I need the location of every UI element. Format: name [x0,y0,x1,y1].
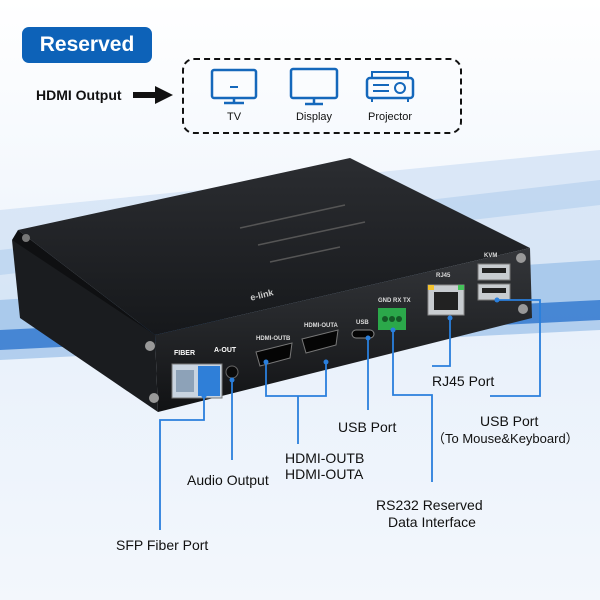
arrow-right-icon [133,86,173,104]
panel-label-hdmi-outa: HDMI-OUTA [304,323,338,329]
callout-sfp-fiber-port: SFP Fiber Port [116,537,209,553]
callout-hdmi-outb: HDMI-OUTB [285,450,365,466]
callout-usb-port: USB Port [338,419,397,435]
panel-label-gnd-rx-tx: GND RX TX [378,298,411,304]
callout-usb-kb-desc: （To Mouse&Keyboard） [432,431,579,446]
callout-hdmi-outa: HDMI-OUTA [285,466,364,482]
hdmi-output-label: HDMI Output [36,87,122,103]
panel-label-kvm: KVM [484,253,498,259]
output-label-display: Display [295,111,333,123]
output-label-projector: Projector [367,111,413,123]
output-devices-box [182,58,462,134]
monitor-icon [289,67,339,106]
panel-label-fiber: FIBER [174,350,195,357]
projector-icon [365,71,415,102]
callout-rs232-desc: Data Interface [388,514,476,530]
callout-rs232-title: RS232 Reserved [376,497,483,513]
panel-label-a-out: A-OUT [214,347,237,354]
reserved-badge: Reserved [22,27,152,63]
panel-label-rj45: RJ45 [436,273,451,279]
panel-label-usb: USB [356,320,369,326]
panel-label-hdmi-outb: HDMI-OUTB [256,336,291,342]
output-label-tv: TV [226,111,242,123]
callout-usb-kb-title: USB Port [480,413,539,429]
tv-icon [210,68,258,105]
callout-audio-output: Audio Output [187,472,269,488]
callout-rj45-port: RJ45 Port [432,373,495,389]
